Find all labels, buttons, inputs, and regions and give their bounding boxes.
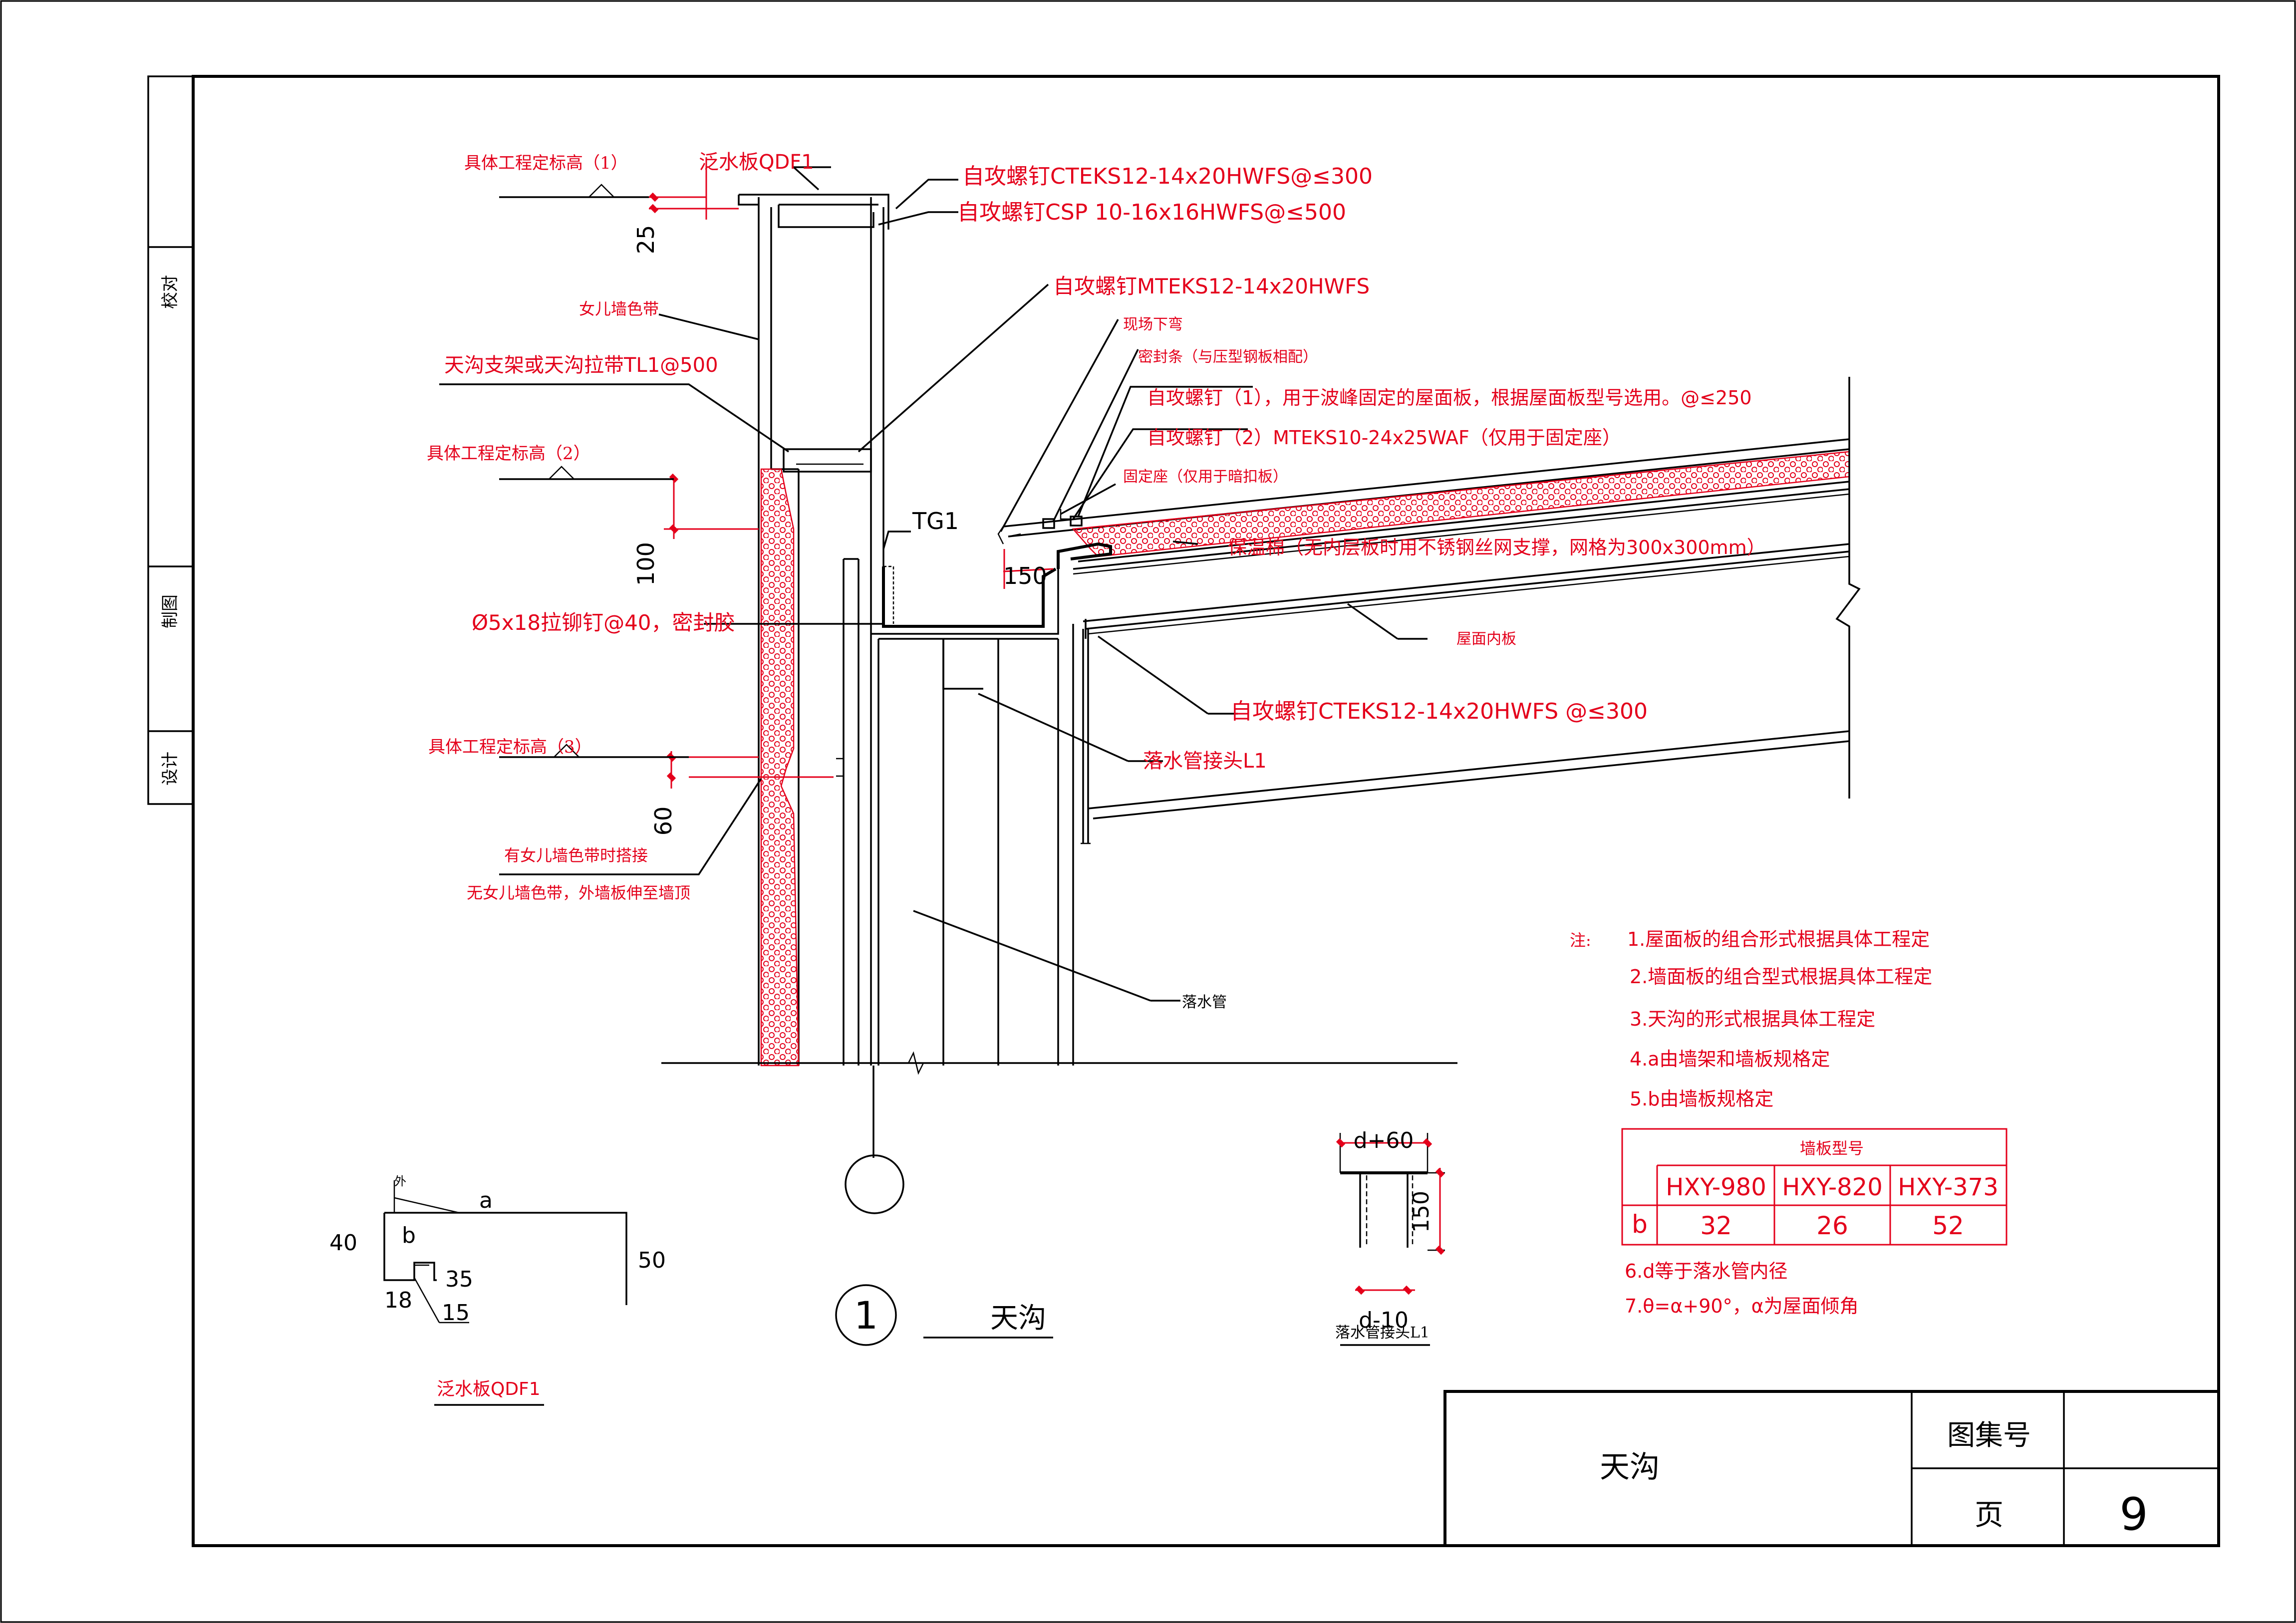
- note-6: 6.d等于落水管内径: [1625, 1260, 1787, 1282]
- label-screw-mteks: 自攻螺钉MTEKS12-14x20HWFS: [1053, 274, 1370, 298]
- leader-lines: [439, 166, 1428, 1002]
- sign-strip: 校对 制图 设计: [147, 75, 194, 805]
- section-title: 1 天沟: [835, 1284, 1053, 1346]
- qdf-15: 15: [442, 1300, 470, 1326]
- title-block: 天沟 图集号 页 9: [1443, 1390, 2220, 1547]
- label-tg1: TG1: [912, 508, 959, 535]
- label-dim150: 150: [1003, 562, 1047, 589]
- wall-panels: [661, 194, 1457, 1214]
- qdf-b: b: [402, 1223, 416, 1248]
- label-screw-top1: 自攻螺钉CTEKS12-14x20HWFS@≤300: [962, 164, 1373, 189]
- flashing-detail: 外 a b 40 50 35 18 15 泛水板QDF1: [329, 1174, 666, 1406]
- joint-bottom-dim: d-10: [1359, 1308, 1409, 1333]
- label-bend-down: 现场下弯: [1123, 316, 1183, 333]
- label-downpipe: 落水管: [1182, 994, 1227, 1011]
- qdf-18: 18: [384, 1288, 412, 1313]
- label-rivet: Ø5x18拉铆钉@40，密封胶: [472, 610, 735, 635]
- title-name: 天沟: [1600, 1450, 1660, 1485]
- table-row-label: b: [1632, 1210, 1648, 1239]
- table-col-1: HXY-980: [1666, 1173, 1766, 1201]
- label-insulation: 保温棉（无内层板时用不锈钢丝网支撑，网格为300x300mm）: [1228, 537, 1766, 558]
- note-2: 2.墙面板的组合型式根据具体工程定: [1630, 966, 1932, 988]
- note-3: 3.天沟的形式根据具体工程定: [1630, 1008, 1875, 1030]
- page-value: 9: [2119, 1488, 2148, 1541]
- label-no-band: 无女儿墙色带，外墙板伸至墙顶: [467, 883, 690, 902]
- red-leaders: [649, 157, 1054, 789]
- qdf-outer: 外: [394, 1174, 406, 1188]
- panel-table: 墙板型号 b HXY-980 HXY-820 HXY-373 32 26 52: [1621, 1128, 2008, 1246]
- label-gutter-tie: 天沟支架或天沟拉带TL1@500: [444, 354, 718, 377]
- label-screw-r1: 自攻螺钉（1），用于波峰固定的屋面板，根据屋面板型号选用。@≤250: [1147, 387, 1752, 409]
- table-val-2: 26: [1816, 1211, 1848, 1240]
- wall-insulation: [760, 468, 800, 1067]
- label-roof-inner: 屋面内板: [1456, 630, 1516, 648]
- atlas-label: 图集号: [1947, 1419, 2031, 1452]
- dim-25: 25: [632, 225, 659, 255]
- label-elev1: 具体工程定标高（1）: [464, 153, 628, 173]
- label-flashing-top: 泛水板QDF1: [699, 151, 814, 174]
- notes: 注: 1.屋面板的组合形式根据具体工程定 2.墙面板的组合型式根据具体工程定 3…: [1570, 928, 1932, 1317]
- qdf-a: a: [479, 1188, 493, 1213]
- drawing-frame: [192, 75, 2220, 1547]
- table-header: 墙板型号: [1800, 1139, 1864, 1158]
- joint-detail: d+60 150 d-10 落水管接头L1: [1335, 1128, 1445, 1346]
- roof-system: [997, 377, 1861, 844]
- label-downpipe-joint: 落水管接头L1: [1143, 750, 1267, 773]
- label-band-lap: 有女儿墙色带时搭接: [504, 846, 648, 865]
- table-col-2: HXY-820: [1782, 1173, 1883, 1201]
- label-screw-top2: 自攻螺钉CSP 10-16x16HWFS@≤500: [957, 200, 1346, 225]
- qdf-35: 35: [445, 1267, 473, 1292]
- label-screw-r2: 自攻螺钉（2）MTEKS10-24x25WAF（仅用于固定座）: [1147, 427, 1621, 449]
- label-fix-seat: 固定座（仅用于暗扣板）: [1123, 468, 1288, 486]
- label-screw-cteks: 自攻螺钉CTEKS12-14x20HWFS @≤300: [1230, 699, 1648, 724]
- table-val-1: 32: [1700, 1211, 1732, 1240]
- table-col-3: HXY-373: [1898, 1173, 1999, 1201]
- sign-review: 校对: [160, 275, 180, 309]
- sign-drafting: 制图: [160, 594, 180, 628]
- section-number: 1: [854, 1293, 878, 1338]
- dim-100: 100: [632, 542, 659, 586]
- qdf-40: 40: [329, 1230, 357, 1256]
- gutter-profile: [882, 566, 1057, 628]
- label-seal-strip: 密封条（与压型钢板相配）: [1138, 348, 1318, 366]
- note-5: 5.b由墙板规格定: [1630, 1088, 1773, 1110]
- joint-top-dim: d+60: [1354, 1128, 1414, 1153]
- sign-design: 设计: [160, 752, 180, 786]
- callout-labels: 具体工程定标高（1） 泛水板QDF1 自攻螺钉CTEKS12-14x20HWFS…: [427, 151, 1766, 1011]
- label-elev2: 具体工程定标高（2）: [427, 444, 590, 464]
- joint-height-dim: 150: [1409, 1191, 1434, 1233]
- label-parapet-band: 女儿墙色带: [579, 299, 659, 318]
- qdf-title: 泛水板QDF1: [437, 1379, 541, 1399]
- section-name: 天沟: [990, 1302, 1046, 1335]
- qdf-50: 50: [638, 1248, 666, 1273]
- note-7: 7.θ=α+90°，α为屋面倾角: [1625, 1295, 1859, 1317]
- notes-label: 注:: [1570, 931, 1591, 950]
- dim-60: 60: [650, 807, 677, 836]
- joint-title: 落水管接头L1: [1335, 1324, 1430, 1342]
- note-1: 1.屋面板的组合形式根据具体工程定: [1627, 928, 1930, 950]
- label-elev3: 具体工程定标高（3）: [428, 737, 592, 757]
- page-label: 页: [1975, 1498, 2004, 1532]
- note-4: 4.a由墙架和墙板规格定: [1630, 1048, 1830, 1070]
- table-val-3: 52: [1932, 1211, 1964, 1240]
